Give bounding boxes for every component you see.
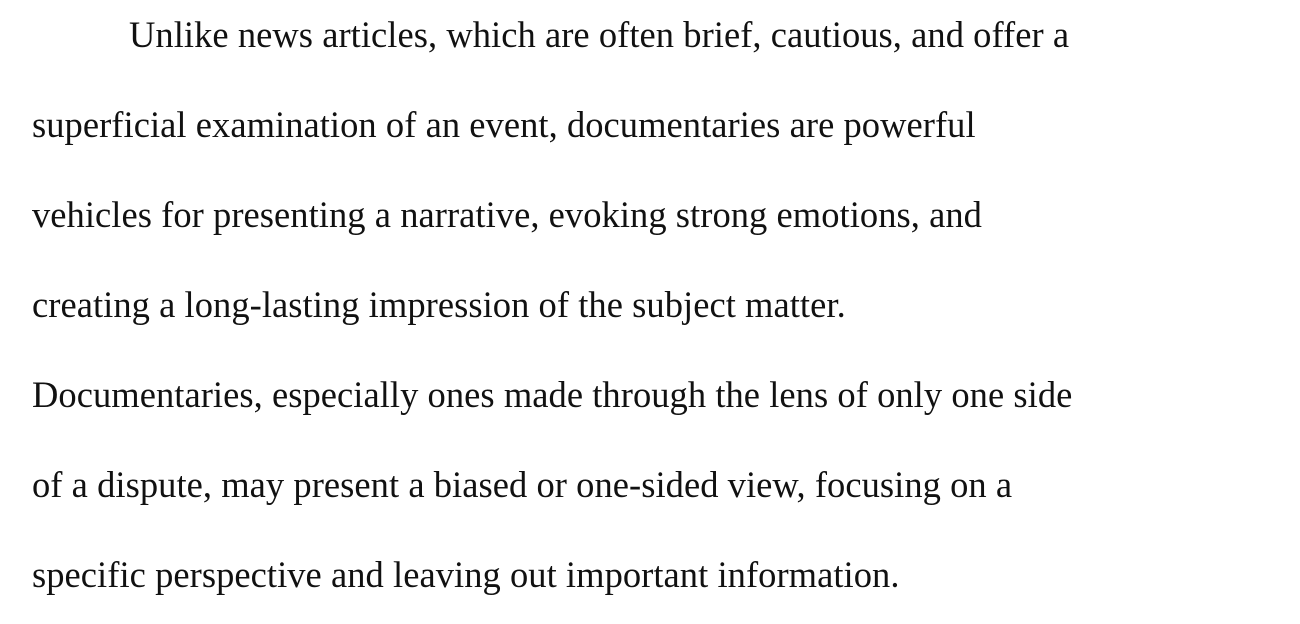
paragraph-line: Documentaries, especially ones made thro… (32, 374, 1073, 415)
paragraph-line: creating a long-lasting impression of th… (32, 284, 846, 325)
paragraph-line: of a dispute, may present a biased or on… (32, 464, 1013, 505)
paragraph-line: specific perspective and leaving out imp… (32, 554, 900, 595)
paragraph-line: superficial examination of an event, doc… (32, 104, 976, 145)
paragraph-line: vehicles for presenting a narrative, evo… (32, 194, 982, 235)
paragraph-line: Unlike news articles, which are often br… (129, 14, 1070, 55)
